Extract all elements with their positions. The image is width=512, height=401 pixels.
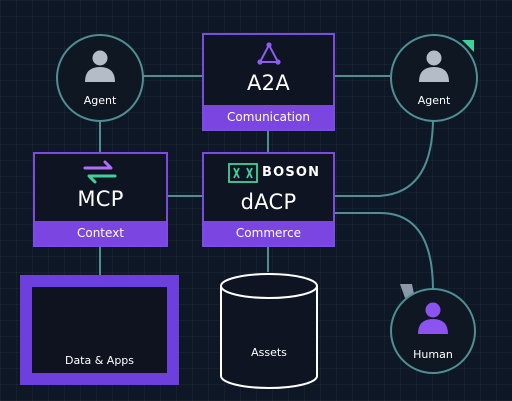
mcp-caption: Context [35,221,166,245]
agent-right-label: Agent [417,94,451,107]
link-dacp-human [334,212,434,291]
human-person-icon [418,302,448,334]
data-apps-node[interactable]: Data & Apps [20,275,179,385]
a2a-node[interactable]: A2A Comunication [202,33,335,131]
person-icon [419,50,449,82]
agent-left-label: Agent [83,94,117,107]
boson-logo-icon [228,163,258,183]
dacp-title: dACP [240,190,297,214]
swap-arrows-icon [83,160,117,184]
data-apps-label: Data & Apps [64,354,135,367]
person-icon [85,50,115,82]
database-cylinder-icon [220,273,318,389]
human-node[interactable]: Human [390,288,476,374]
a2a-caption: Comunication [204,105,333,129]
dacp-node[interactable]: dACP Commerce [202,152,335,247]
corner-marker-icon [462,40,474,52]
dacp-caption: Commerce [204,221,333,245]
triangle-network-icon [257,42,281,65]
mcp-node[interactable]: MCP Context [33,152,168,247]
link-agent-right-dacp [334,117,434,197]
a2a-title: A2A [247,71,290,95]
agent-right-node[interactable]: Agent [390,34,478,122]
boson-brand-text: BOSON [262,165,321,180]
human-label: Human [413,348,453,361]
agent-left-node[interactable]: Agent [56,34,144,122]
mcp-title: MCP [77,187,124,211]
assets-label: Assets [251,346,287,359]
data-apps-panel: Data & Apps [32,287,167,373]
